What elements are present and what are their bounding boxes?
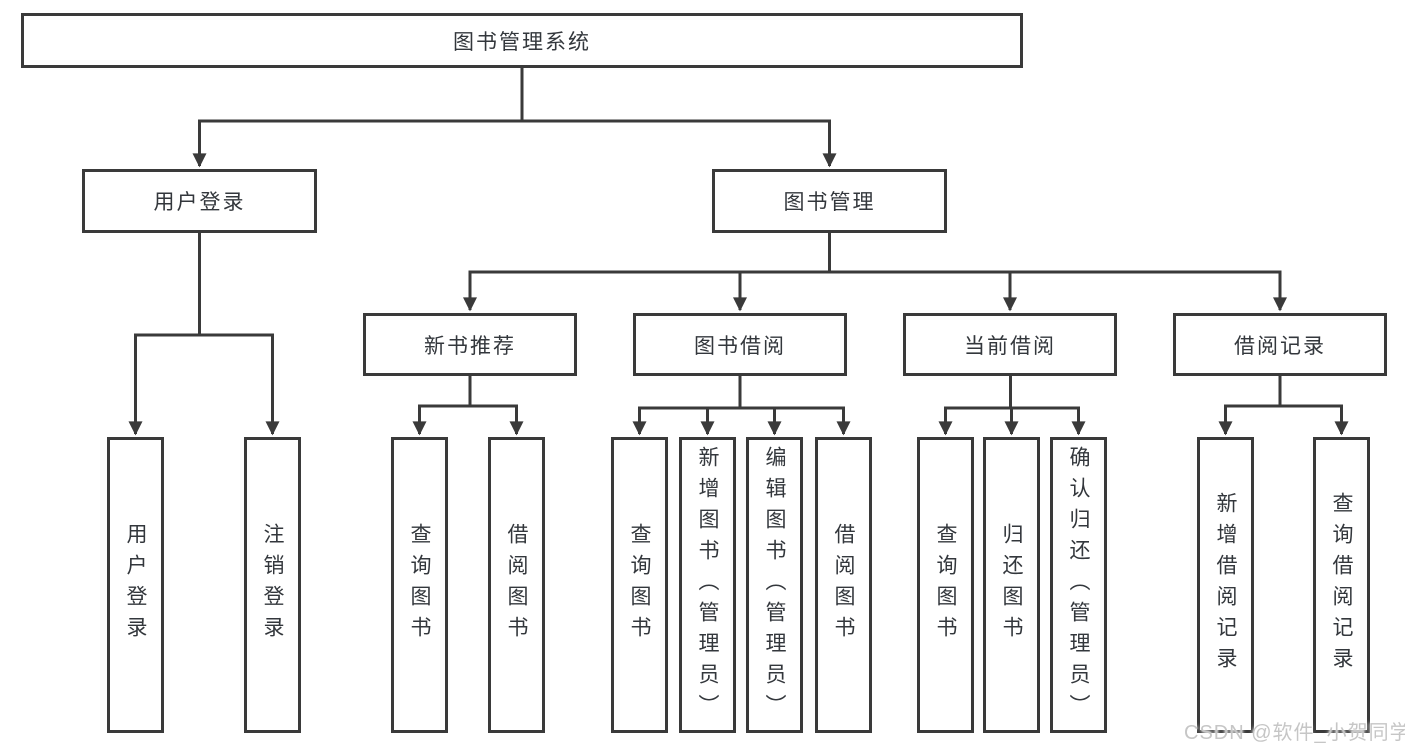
node-label: 用户登录 [124, 523, 147, 647]
node-label: 新增借阅记录 [1214, 492, 1237, 678]
node-label: 归还图书 [1000, 523, 1023, 647]
node-borrow-records: 借阅记录 [1173, 313, 1387, 376]
node-label: 确认归还（管理员） [1067, 445, 1090, 725]
node-user-login: 用户登录 [82, 169, 317, 233]
leaf-add-books-admin: 新增图书（管理员） [679, 437, 736, 733]
node-label: 注销登录 [261, 523, 284, 647]
node-label: 新书推荐 [424, 334, 516, 358]
node-label: 图书借阅 [694, 334, 786, 358]
node-book-management: 图书管理 [712, 169, 947, 233]
leaf-logout: 注销登录 [244, 437, 301, 733]
leaf-user-login: 用户登录 [107, 437, 164, 733]
csdn-watermark: CSDN @软件_小贺同学 [1184, 722, 1405, 744]
node-label: 图书管理系统 [453, 30, 591, 54]
node-label: 用户登录 [153, 191, 246, 214]
node-current-borrow: 当前借阅 [903, 313, 1117, 376]
node-label: 查询借阅记录 [1330, 492, 1353, 678]
node-label: 当前借阅 [964, 334, 1056, 358]
node-label: 查询图书 [934, 523, 957, 647]
node-root-library-management-system: 图书管理系统 [21, 13, 1023, 68]
leaf-query-books-current: 查询图书 [917, 437, 974, 733]
leaf-query-books-borrow: 查询图书 [611, 437, 668, 733]
node-label: 编辑图书（管理员） [763, 445, 786, 725]
node-book-borrow: 图书借阅 [633, 313, 847, 376]
leaf-add-borrow-record: 新增借阅记录 [1197, 437, 1254, 733]
node-label: 图书管理 [783, 191, 876, 214]
node-label: 借阅记录 [1234, 334, 1326, 358]
leaf-confirm-return-admin: 确认归还（管理员） [1050, 437, 1107, 733]
leaf-query-borrow-record: 查询借阅记录 [1313, 437, 1370, 733]
node-label: 查询图书 [628, 523, 651, 647]
leaf-borrow-books: 借阅图书 [815, 437, 872, 733]
leaf-return-books: 归还图书 [983, 437, 1040, 733]
leaf-borrow-books-recommend: 借阅图书 [488, 437, 545, 733]
node-new-book-recommend: 新书推荐 [363, 313, 577, 376]
leaf-query-books-recommend: 查询图书 [391, 437, 448, 733]
node-label: 借阅图书 [505, 523, 528, 647]
node-label: 借阅图书 [832, 523, 855, 647]
leaf-edit-books-admin: 编辑图书（管理员） [746, 437, 803, 733]
node-label: 新增图书（管理员） [696, 445, 719, 725]
node-label: 查询图书 [408, 523, 431, 647]
